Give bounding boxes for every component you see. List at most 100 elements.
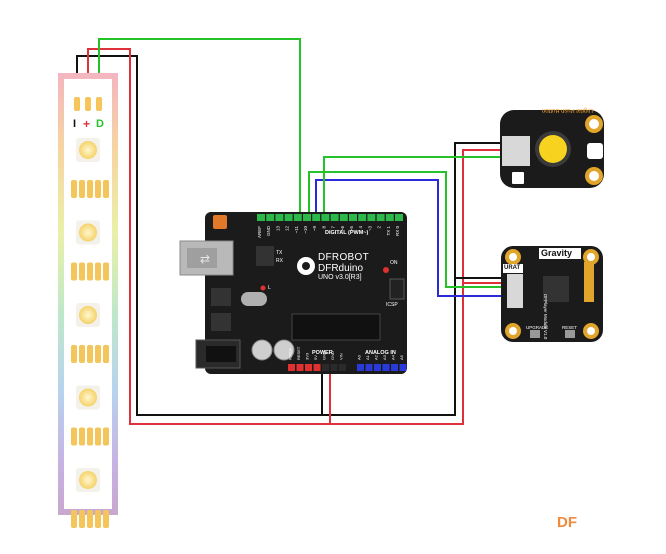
led-strip [58, 73, 118, 528]
mp3-connector [507, 274, 523, 308]
button-signal-wire [323, 156, 512, 217]
analog-pin-label: A1 [365, 354, 370, 360]
strip-pin-vcc-label: + [83, 117, 91, 131]
capacitor-2 [273, 339, 295, 361]
strip-pad [71, 262, 77, 281]
strip-pad [103, 510, 109, 528]
digital-pin [376, 214, 385, 221]
mp3-rx-wire [315, 179, 510, 297]
l-label: L [268, 285, 271, 291]
power-pin-label: GND [330, 351, 335, 360]
digital-pin-label: 4 [358, 226, 363, 229]
digital-pin-label: ~3 [367, 226, 372, 232]
analog-pin [391, 364, 398, 371]
tx-label: TX [276, 250, 283, 256]
digital-pin-label: ~9 [312, 226, 317, 232]
dc-jack-inner [206, 346, 236, 362]
ldo-chip [256, 246, 274, 266]
mp3-title: Gravity [541, 248, 573, 258]
power-pin [296, 364, 304, 371]
digital-pin-label: AREF [257, 226, 262, 238]
on-label: ON [390, 260, 398, 266]
mp3-port-label: URAT [504, 265, 521, 271]
analog-pin-label: A4 [391, 354, 396, 360]
strip-pad [103, 180, 109, 198]
usb-icon: ⇄ [200, 252, 210, 266]
power-pin [288, 364, 295, 371]
strip-pin-data-label: D [96, 118, 104, 130]
digital-pin-label: ~10 [303, 226, 308, 234]
analog-header-label: ANALOG IN [365, 350, 396, 356]
df-watermark: DF [557, 514, 577, 531]
digital-pin [312, 214, 321, 221]
digital-pin [339, 214, 348, 221]
digital-pin-label: TX 1 [386, 226, 391, 236]
digital-pin-label: ~5 [349, 226, 354, 232]
analog-pin-label: A3 [382, 354, 387, 360]
mp3-side-label: DFPlayer Module V1.0 [543, 294, 548, 340]
digital-pin-label: 12 [285, 226, 290, 232]
strip-pad [103, 262, 109, 281]
power-pin [330, 364, 338, 371]
led-light [79, 471, 97, 489]
digital-pin [321, 214, 330, 221]
strip-pad [79, 510, 85, 528]
analog-pin [365, 364, 373, 371]
digital-pin-label: 7 [331, 226, 336, 229]
strip-pad [71, 180, 77, 198]
strip-pad [79, 427, 85, 446]
digital-header-label: DIGITAL (PWM~) [325, 230, 369, 236]
digital-pin [395, 214, 403, 221]
digital-d-icon [512, 172, 524, 184]
analog-pin-label: A5 [399, 354, 404, 360]
mp3-module [501, 246, 603, 342]
regulator-2 [211, 313, 231, 331]
strip-pad [71, 510, 77, 528]
atmega-chip [291, 313, 381, 341]
digital-pin [358, 214, 367, 221]
strip-gnd-wire [76, 55, 508, 416]
strip-pad [79, 262, 85, 281]
digital-pin [266, 214, 275, 221]
power-pin [322, 364, 329, 371]
mp3-tx-wire [308, 171, 510, 288]
board-model: DFRduino [318, 263, 364, 274]
strip-pad [87, 262, 93, 281]
icsp-header [389, 278, 405, 300]
digital-pin-label: 8 [321, 226, 326, 229]
crystal [241, 292, 267, 306]
digital-pin-label: RX 0 [395, 226, 400, 237]
analog-pin [399, 364, 407, 371]
led-light [79, 388, 97, 407]
digital-pin [367, 214, 376, 221]
button-connector [502, 136, 530, 166]
button-module-title: Digital Push Button [541, 107, 593, 113]
power-pin-label: IOREF [288, 347, 293, 360]
strip-pad [71, 427, 77, 446]
analog-pin-label: A0 [357, 354, 362, 360]
power-pin [305, 364, 312, 371]
power-pin [313, 364, 321, 371]
digital-pin-label: 2 [377, 226, 382, 229]
reset-button-mp3 [565, 330, 575, 338]
strip-pad [95, 345, 101, 363]
mp3-antenna [584, 262, 594, 302]
power-pin [339, 364, 346, 371]
board-version: UNO v3.0[R3] [318, 274, 362, 281]
digital-pin [385, 214, 394, 221]
digital-pin [349, 214, 357, 221]
strip-pad [71, 345, 77, 363]
digital-pin-label: ~6 [340, 226, 345, 232]
strip-data-wire [98, 38, 301, 217]
push-button-module [500, 110, 604, 188]
reset-button [213, 215, 227, 229]
strip-pads [71, 180, 109, 528]
upgrade-label: UPGRADE [526, 325, 549, 330]
digital-pin [284, 214, 293, 221]
strip-pad [87, 345, 93, 363]
rx-label: RX [276, 258, 283, 264]
